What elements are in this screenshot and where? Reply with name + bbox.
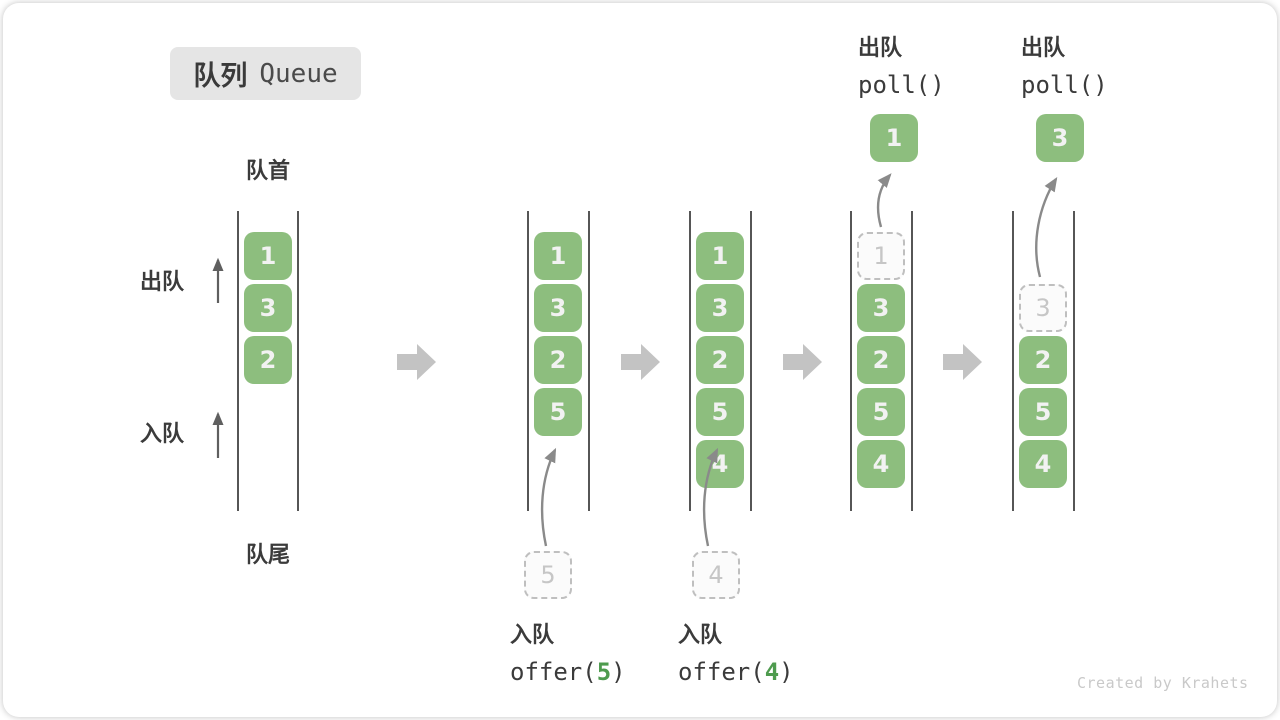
label-enqueue: 入队 — [140, 421, 185, 446]
queue-wall — [297, 211, 299, 511]
op-arg: 4 — [764, 658, 780, 686]
queue-wall — [750, 211, 752, 511]
queue-element: 3 — [534, 284, 582, 332]
op-enqueue-5: 入队 offer(5) — [510, 617, 626, 686]
op-code: poll() — [858, 71, 945, 99]
op-label: 出队 — [858, 35, 903, 60]
queue-element: 2 — [534, 336, 582, 384]
queue-element: 2 — [1019, 336, 1067, 384]
queue-element: 1 — [244, 232, 292, 280]
polled-element: 1 — [870, 114, 918, 162]
title-badge: 队列 Queue — [170, 47, 361, 100]
queue-element: 1 — [534, 232, 582, 280]
op-label: 入队 — [678, 622, 723, 647]
incoming-element-ghost: 5 — [524, 551, 572, 599]
queue-element: 3 — [857, 284, 905, 332]
queue-wall — [850, 211, 852, 511]
queue-element: 1 — [696, 232, 744, 280]
queue-wall — [689, 211, 691, 511]
diagram-canvas — [3, 3, 1277, 717]
op-label: 入队 — [510, 622, 555, 647]
title-zh: 队列 — [193, 61, 248, 91]
title-en: Queue — [259, 58, 338, 89]
op-code: poll() — [1021, 71, 1108, 99]
watermark: Created by Krahets — [1077, 674, 1249, 692]
queue-wall — [1012, 211, 1014, 511]
label-queue-front: 队首 — [245, 158, 290, 183]
op-poll-second: 出队 poll() — [1021, 30, 1108, 99]
queue-wall — [237, 211, 239, 511]
op-code: offer(4) — [678, 658, 794, 686]
label-dequeue: 出队 — [140, 269, 185, 294]
op-arg: 5 — [596, 658, 612, 686]
queue-wall — [911, 211, 913, 511]
queue-element: 4 — [1019, 440, 1067, 488]
queue-element: 5 — [857, 388, 905, 436]
queue-element: 3 — [244, 284, 292, 332]
op-enqueue-4: 入队 offer(4) — [678, 617, 794, 686]
queue-element: 4 — [857, 440, 905, 488]
removed-element-ghost: 3 — [1019, 284, 1067, 332]
queue-element: 2 — [244, 336, 292, 384]
queue-wall — [588, 211, 590, 511]
queue-element: 5 — [534, 388, 582, 436]
queue-wall — [1073, 211, 1075, 511]
queue-element: 5 — [1019, 388, 1067, 436]
queue-element: 3 — [696, 284, 744, 332]
queue-element: 5 — [696, 388, 744, 436]
queue-wall — [527, 211, 529, 511]
incoming-element-ghost: 4 — [692, 551, 740, 599]
queue-element: 4 — [696, 440, 744, 488]
queue-element: 2 — [696, 336, 744, 384]
op-label: 出队 — [1021, 35, 1066, 60]
op-poll-first: 出队 poll() — [858, 30, 945, 99]
removed-element-ghost: 1 — [857, 232, 905, 280]
queue-element: 2 — [857, 336, 905, 384]
op-code: offer(5) — [510, 658, 626, 686]
label-queue-rear: 队尾 — [245, 542, 290, 567]
polled-element: 3 — [1036, 114, 1084, 162]
